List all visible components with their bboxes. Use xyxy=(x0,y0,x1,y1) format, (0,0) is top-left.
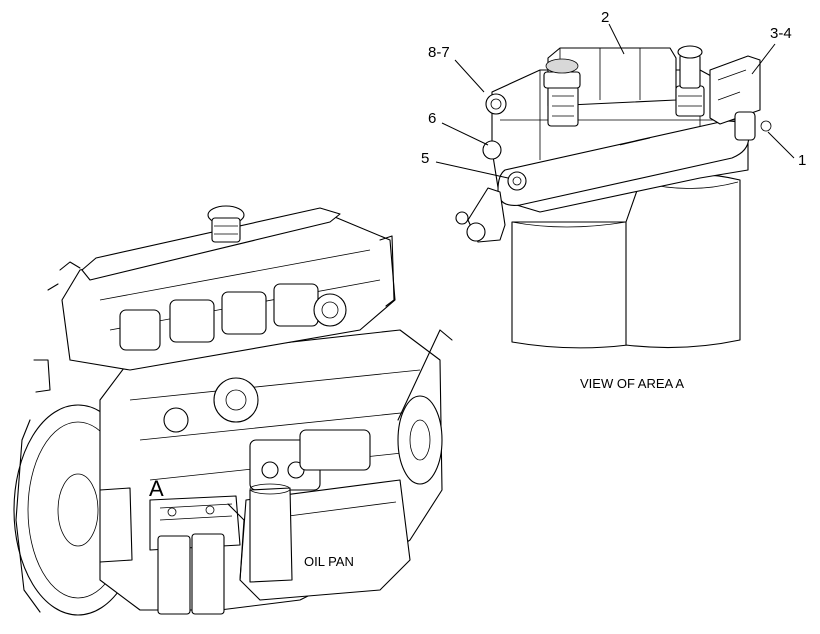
fitting-right xyxy=(675,45,705,117)
filter-assembly-area-a xyxy=(149,495,245,615)
callout-2: 2 xyxy=(601,9,609,26)
manifold xyxy=(119,283,347,351)
callout-1: 1 xyxy=(798,152,806,169)
callout-3-4: 3-4 xyxy=(770,25,792,42)
callout-6: 6 xyxy=(428,110,436,127)
area-a-marker: A xyxy=(149,476,164,501)
filter-assembly-detail xyxy=(455,45,772,349)
oil-pan-label: OIL PAN xyxy=(304,554,354,569)
leader-lines xyxy=(435,23,795,179)
fitting-left xyxy=(543,58,581,127)
callout-8-7: 8-7 xyxy=(428,44,450,61)
engine-drawing xyxy=(13,205,453,616)
callout-5: 5 xyxy=(421,150,429,167)
view-caption: VIEW OF AREA A xyxy=(580,376,684,391)
